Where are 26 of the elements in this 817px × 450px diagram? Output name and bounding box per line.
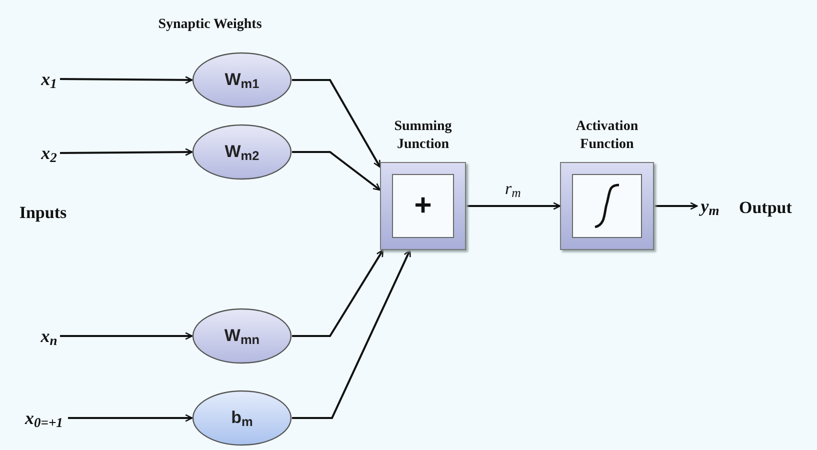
block-heading: Activation Function <box>574 118 640 154</box>
weight-text: W$_{m2}$ <box>224 141 260 165</box>
variable-text: x$_{0=+1}$ <box>25 406 63 432</box>
arrow <box>292 151 381 191</box>
edge-label: r$_{m}$ <box>505 179 521 198</box>
arrow <box>292 79 381 168</box>
arrow <box>466 202 561 210</box>
arrow <box>654 202 698 210</box>
variable-text: x$_{1}$ <box>41 68 57 92</box>
arrow <box>60 76 193 84</box>
plus-sign: + <box>414 191 432 221</box>
arrow <box>292 249 411 419</box>
weight-text: W$_{m1}$ <box>224 69 260 93</box>
variable-text: x$_{n}$ <box>40 324 58 350</box>
arrow <box>292 249 384 337</box>
block-heading: Summing Junction <box>393 118 453 154</box>
label-text: Inputs <box>18 202 68 224</box>
variable-text: x$_{2}$ <box>41 142 57 166</box>
weight-text: b$_{m}$ <box>231 407 253 431</box>
output-text: Output <box>739 197 792 219</box>
arrow <box>60 332 193 340</box>
weight-text: W$_{mn}$ <box>224 325 260 349</box>
label-text: Synaptic Weights <box>157 16 263 34</box>
arrow <box>68 414 193 422</box>
variable-text: y$_{m}$ <box>700 194 720 220</box>
arrow <box>60 148 193 156</box>
